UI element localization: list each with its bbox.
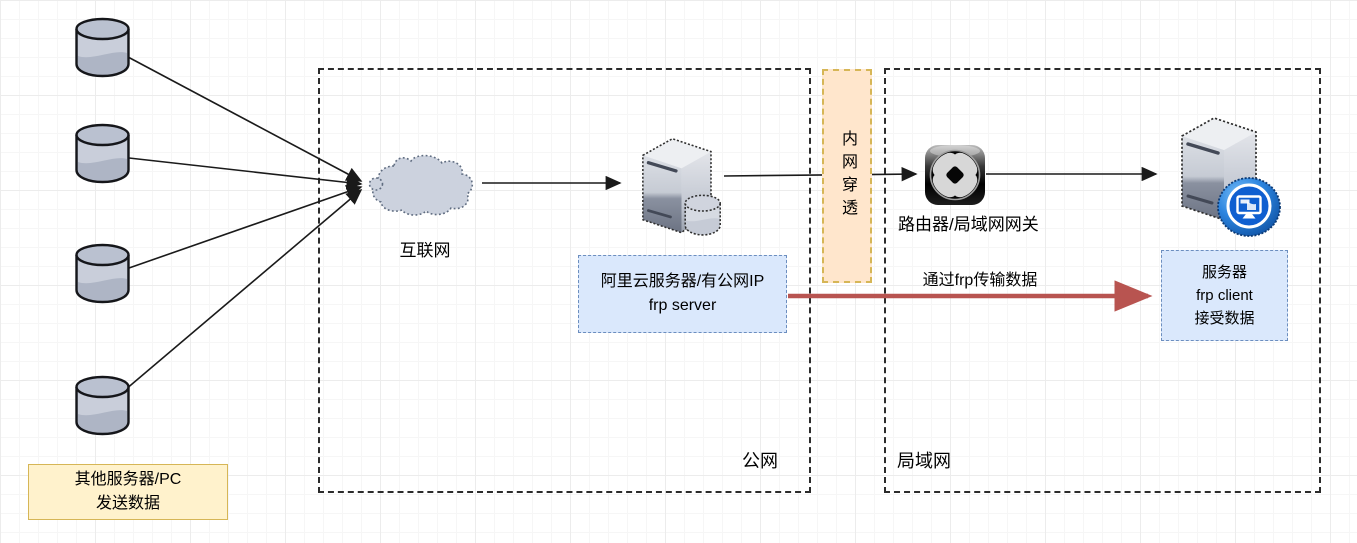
frp-server-note: 阿里云服务器/有公网IP frp server: [578, 255, 787, 333]
database-cylinder-icon: [74, 123, 131, 184]
senders-note-line1: 其他服务器/PC: [74, 471, 182, 488]
router-icon: [924, 144, 986, 206]
senders-note-line2: 发送数据: [95, 495, 160, 512]
zone-lan: [884, 68, 1321, 493]
nat-traversal-label: 内网穿透: [839, 130, 856, 222]
router-label: 路由器/局域网网关: [898, 215, 1039, 234]
cloud-icon: [368, 142, 482, 220]
frp-transfer-label: 通过frp传输数据: [922, 272, 1038, 289]
nat-traversal-box: 内网穿透: [822, 69, 872, 283]
monitor-badge-icon: [1216, 176, 1282, 238]
internet-label: 互联网: [399, 241, 451, 260]
frp-client-note-line2: frp client: [1196, 287, 1253, 304]
edge-sender3-to-internet: [128, 184, 363, 269]
frp-client-note-line1: 服务器: [1201, 264, 1247, 281]
frp-server-note-line1: 阿里云服务器/有公网IP: [600, 273, 765, 290]
edge-frpserver-to-router: [723, 166, 918, 182]
edge-sender4-to-internet: [124, 188, 363, 391]
frp-client-note: 服务器 frp client 接受数据: [1161, 250, 1288, 341]
database-cylinder-icon: [74, 17, 131, 78]
zone-public-network-label: 公网: [742, 451, 778, 471]
edge-sender2-to-internet: [128, 157, 363, 190]
senders-note: 其他服务器/PC 发送数据: [28, 464, 228, 520]
frp-server-note-line2: frp server: [648, 297, 717, 314]
edge-sender1-to-internet: [127, 56, 363, 182]
zone-public-network: [318, 68, 811, 493]
server-tower-with-db-icon: [622, 124, 730, 240]
database-cylinder-icon: [74, 243, 131, 304]
zone-lan-label: 局域网: [897, 451, 951, 471]
frp-client-note-line3: 接受数据: [1194, 310, 1255, 327]
database-cylinder-icon: [74, 375, 131, 436]
